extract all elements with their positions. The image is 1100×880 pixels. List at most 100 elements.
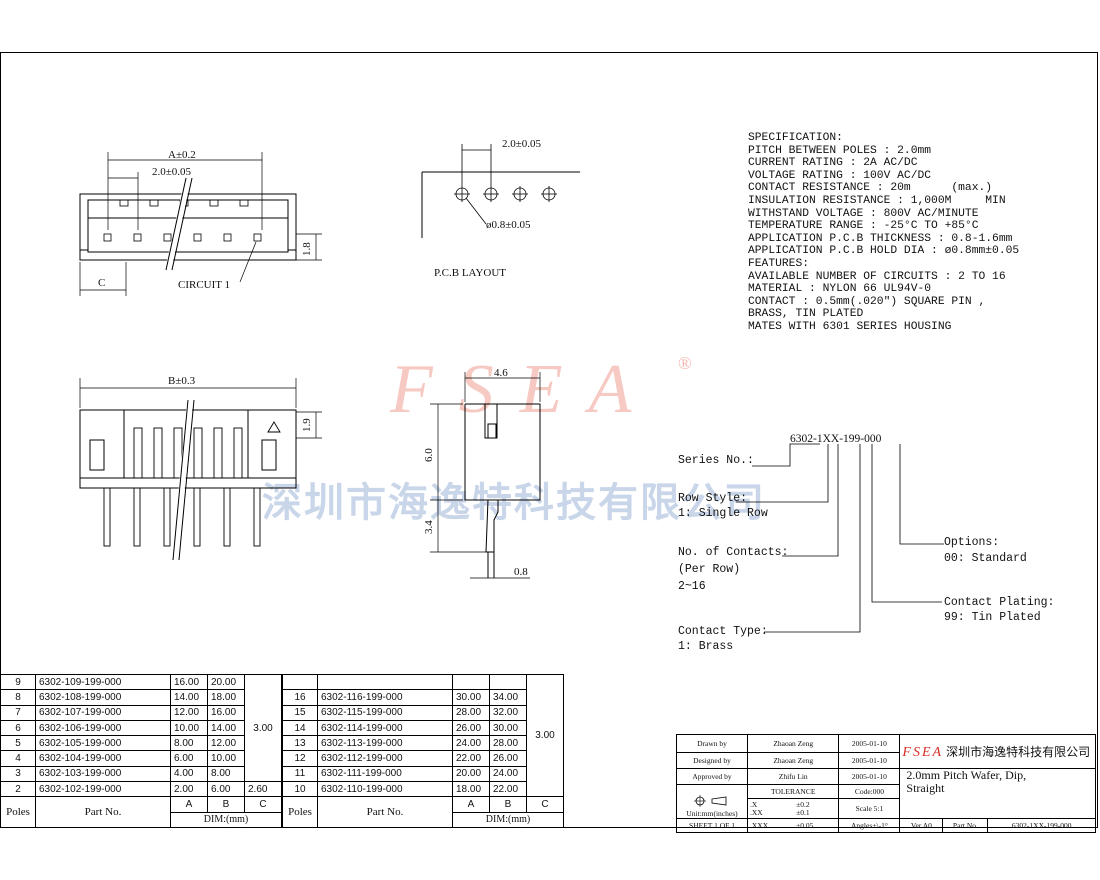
table-cell: 8.00 [170, 735, 208, 752]
table-cell: 2.00 [170, 781, 208, 798]
dim-c-label: C [98, 277, 105, 289]
spec-line: MATERIAL : NYLON 66 UL94V-0 [748, 283, 932, 296]
spec-line: CONTACT : 0.5mm(.020") SQUARE PIN , [748, 295, 986, 308]
table-cell: 18.00 [207, 689, 245, 706]
projection-symbol-icon [694, 795, 727, 807]
table-cell: 10.00 [207, 750, 245, 767]
company-logo: FSEA [902, 744, 944, 760]
drawing-title-line2: Straight [906, 781, 945, 795]
table-cell: 3.00 [526, 673, 564, 798]
approved-by-label: Approved by [676, 768, 748, 785]
c-header: C [526, 796, 564, 813]
table-cell: 6302-104-199-000 [35, 750, 171, 767]
contact-type-label: Contact Type: [678, 625, 768, 638]
table-cell: 6 [0, 719, 36, 737]
table-cell: 3 [0, 765, 36, 783]
table-cell: 4.00 [170, 765, 208, 783]
angles-label: Angles+\-1° [838, 818, 901, 833]
dim-b-label: B±0.3 [168, 375, 196, 387]
dim-height-label: 1.8 [301, 242, 313, 256]
drawn-date: 2005-01-10 [838, 734, 901, 753]
specification-block: SPECIFICATION: PITCH BETWEEN POLES : 2.0… [748, 132, 1019, 334]
table-cell: 6302-111-199-000 [317, 765, 453, 783]
table-cell: 3.00 [244, 673, 282, 783]
table-cell: 8.00 [207, 765, 245, 783]
watermark-logo: FSEA [390, 351, 658, 428]
table-cell [282, 673, 318, 691]
table-cell: 20.00 [207, 673, 245, 691]
drawn-by: Zhaoan Zeng [746, 734, 840, 753]
part-no-label: Part No. [942, 818, 989, 833]
approved-date: 2005-01-10 [838, 768, 901, 785]
designed-date: 2005-01-10 [838, 752, 901, 769]
plating-value: 99: Tin Plated [944, 611, 1041, 624]
pcb-hole-label: ø0.8±0.05 [486, 219, 531, 231]
dim-pitch-label: 2.0±0.05 [152, 166, 192, 178]
spec-line: INSULATION RESISTANCE : 1,000M MIN [748, 194, 1006, 207]
table-cell: 6302-112-199-000 [317, 750, 453, 767]
spec-line: PITCH BETWEEN POLES : 2.0mm [748, 144, 932, 157]
table-cell: 10.00 [170, 719, 208, 737]
drawn-by-label: Drawn by [676, 734, 748, 753]
row-style-value: 1: Single Row [678, 507, 768, 520]
table-cell: 8 [0, 689, 36, 706]
pcb-pitch-label: 2.0±0.05 [502, 138, 542, 150]
table-cell: 24.00 [489, 765, 527, 783]
table-cell: 24.00 [452, 735, 490, 752]
a-header: A [452, 796, 490, 813]
options-label: Options: [944, 536, 1000, 549]
row-style-label: Row Style: [678, 492, 748, 505]
tol-xx: .XX [750, 807, 763, 817]
spec-line: AVAILABLE NUMBER OF CIRCUITS : 2 TO 16 [748, 270, 1006, 283]
contacts-label: No. of Contacts: [678, 546, 789, 559]
pcb-layout-title: P.C.B LAYOUT [434, 267, 506, 279]
table-cell: 28.00 [489, 735, 527, 752]
side-height-label: 6.0 [423, 448, 435, 462]
spec-line: CURRENT RATING : 2A AC/DC [748, 157, 918, 170]
table-cell: 2 [0, 781, 36, 798]
tolerance-label: TOLERANCE [746, 784, 840, 799]
tol-xxx-value: ±0.05 [794, 818, 840, 833]
table-cell: 9 [0, 673, 36, 691]
table-cell [317, 673, 453, 691]
table-cell: 6302-105-199-000 [35, 735, 171, 752]
sheet-label: SHEET 1 OF 1 [676, 818, 748, 833]
title-part-no: 6302-1XX-199-000 [987, 818, 1096, 833]
tol-x: .X [750, 799, 758, 809]
contact-type-value: 1: Brass [678, 640, 734, 653]
table-cell: 12.00 [207, 735, 245, 752]
table-cell: 6302-110-199-000 [317, 781, 453, 798]
spec-line: TEMPERATURE RANGE : -25°C TO +85°C [748, 220, 979, 233]
tol-xxx: .XXX [747, 818, 795, 833]
spec-line: MATES WITH 6301 SERIES HOUSING [748, 320, 952, 333]
table-cell: 6302-113-199-000 [317, 735, 453, 752]
spec-line: APPLICATION P.C.B THICKNESS : 0.8-1.6mm [748, 232, 1013, 245]
table-cell: 12.00 [170, 704, 208, 721]
bottom-view [79, 378, 322, 561]
spec-line: WITHSTAND VOLTAGE : 800V AC/MINUTE [748, 207, 979, 220]
title-row: SHEET 1 OF 1 .XXX ±0.05 Angles+\-1° Ver … [676, 818, 1096, 833]
company-name: 深圳市海逸特科技有限公司 [946, 744, 1091, 759]
table-cell: 14.00 [170, 689, 208, 706]
b-header: B [207, 796, 245, 813]
code-label: Code:000 [838, 784, 901, 799]
table-cell: 5 [0, 735, 36, 752]
dim-a-label: A±0.2 [168, 149, 196, 161]
table-cell: 30.00 [489, 719, 527, 737]
part-code: 6302-1XX-199-000 [790, 433, 882, 445]
table-cell: 13 [282, 735, 318, 752]
table-cell: 10 [282, 781, 318, 798]
contacts-per-row: (Per Row) [678, 563, 741, 576]
version-label: Ver A0 [899, 818, 944, 833]
tol-xx-value: ±0.1 [796, 807, 810, 817]
